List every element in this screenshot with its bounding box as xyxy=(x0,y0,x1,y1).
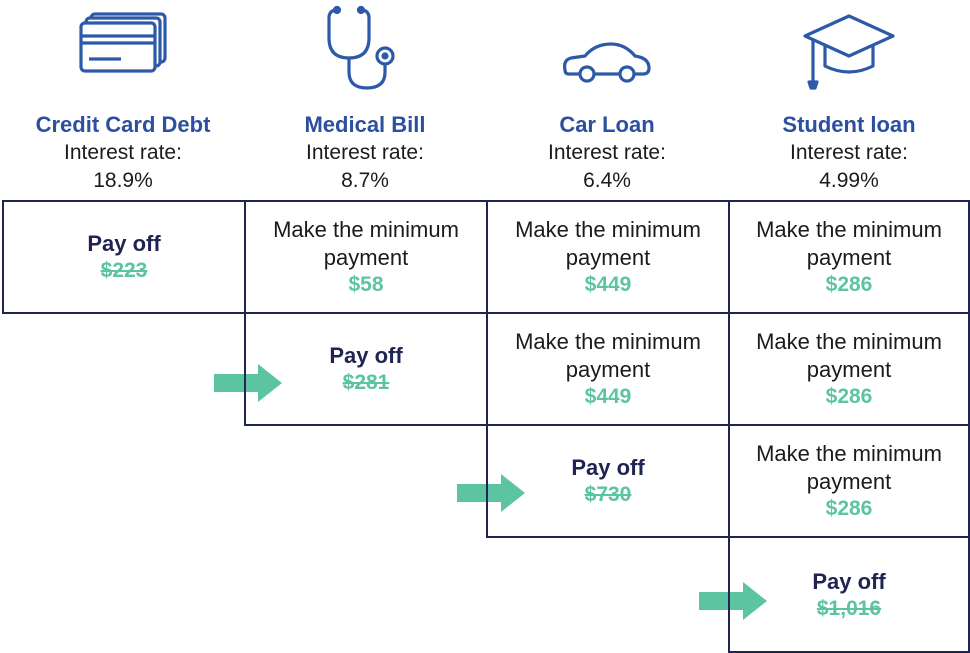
interest-rate-value: 8.7% xyxy=(341,169,389,192)
payoff-label: Pay off xyxy=(329,343,403,368)
minimum-payment-amount: $449 xyxy=(584,273,632,296)
debt-header-medical-bill: Medical Bill Interest rate: 8.7% xyxy=(244,0,486,198)
debt-header-student-loan: Student loan Interest rate: 4.99% xyxy=(728,0,970,198)
paid-amount: $281 xyxy=(342,371,390,394)
debt-title: Medical Bill xyxy=(304,112,426,137)
minimum-payment-cell: Make the minimum payment $58 xyxy=(244,200,488,314)
debt-header-credit-card: Credit Card Debt Interest rate: 18.9% xyxy=(2,0,244,198)
minimum-payment-label: Make the minimum payment xyxy=(273,217,459,270)
minimum-payment-cell: Make the minimum payment $286 xyxy=(728,312,970,426)
payoff-label: Pay off xyxy=(87,231,161,256)
credit-card-icon xyxy=(79,12,167,73)
minimum-payment-label: Make the minimum payment xyxy=(756,441,942,494)
interest-rate-label: Interest rate: xyxy=(306,141,424,164)
stethoscope-icon xyxy=(327,5,395,90)
payoff-cell: Pay off $730 xyxy=(486,424,730,538)
minimum-payment-cell: Make the minimum payment $449 xyxy=(486,200,730,314)
payoff-cell: Pay off $281 xyxy=(244,312,488,426)
car-icon xyxy=(563,42,651,83)
minimum-payment-amount: $286 xyxy=(825,385,873,408)
graduation-cap-icon xyxy=(803,14,895,90)
minimum-payment-amount: $58 xyxy=(348,273,384,296)
debt-title: Credit Card Debt xyxy=(35,112,211,137)
interest-rate-label: Interest rate: xyxy=(548,141,666,164)
minimum-payment-label: Make the minimum payment xyxy=(515,329,701,382)
payoff-cell: Pay off $223 xyxy=(2,200,246,314)
interest-rate-label: Interest rate: xyxy=(790,141,908,164)
paid-amount: $1,016 xyxy=(816,596,882,620)
interest-rate-label: Interest rate: xyxy=(64,141,182,164)
arrow-icon xyxy=(214,364,282,402)
debt-header-car-loan: Car Loan Interest rate: 6.4% xyxy=(486,0,728,198)
interest-rate-value: 6.4% xyxy=(583,169,631,192)
minimum-payment-amount: $449 xyxy=(584,385,632,408)
interest-rate-value: 4.99% xyxy=(819,169,879,192)
minimum-payment-amount: $286 xyxy=(825,497,873,520)
minimum-payment-amount: $286 xyxy=(825,273,873,296)
payoff-label: Pay off xyxy=(571,455,645,480)
debt-title: Car Loan xyxy=(559,112,655,137)
paid-amount: $223 xyxy=(100,259,148,282)
minimum-payment-cell: Make the minimum payment $286 xyxy=(728,424,970,538)
interest-rate-value: 18.9% xyxy=(93,169,153,192)
debt-title: Student loan xyxy=(782,112,916,137)
minimum-payment-label: Make the minimum payment xyxy=(756,329,942,382)
payoff-label: Pay off xyxy=(812,568,886,594)
payoff-cell: Pay off $1,016 xyxy=(728,536,970,653)
minimum-payment-label: Make the minimum payment xyxy=(756,217,942,270)
paid-amount: $730 xyxy=(584,483,632,506)
minimum-payment-label: Make the minimum payment xyxy=(515,217,701,270)
arrow-icon xyxy=(457,474,525,512)
arrow-icon xyxy=(699,582,767,620)
minimum-payment-cell: Make the minimum payment $286 xyxy=(728,200,970,314)
minimum-payment-cell: Make the minimum payment $449 xyxy=(486,312,730,426)
